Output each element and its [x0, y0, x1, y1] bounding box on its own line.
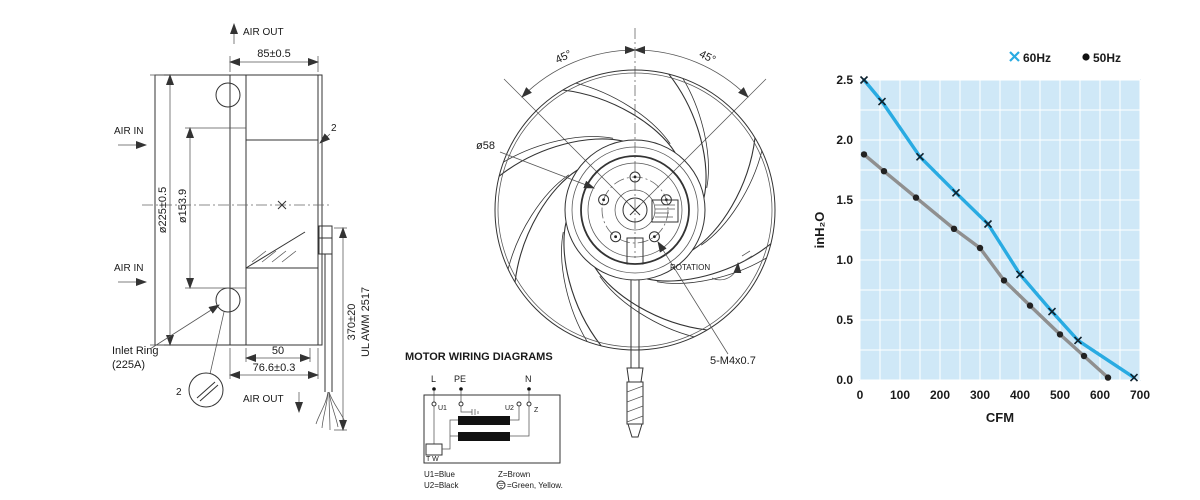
svg-text:0.5: 0.5: [836, 313, 853, 327]
u2-label: U2: [505, 405, 514, 412]
detail-view: 2: [176, 311, 225, 408]
screws-label: 5-M4x0.7: [710, 355, 756, 367]
svg-text:100: 100: [890, 388, 910, 402]
side-view-drawing: 85±0.5 AIR OUT ø225±0.5 ø153.9 AIR IN AI…: [112, 23, 372, 431]
air-in-top-label: AIR IN: [114, 126, 143, 137]
u1-label: U1: [438, 405, 447, 412]
svg-text:2.0: 2.0: [836, 133, 853, 147]
dimension-dia-1539: ø153.9: [177, 127, 194, 289]
legend-50hz-marker: [1082, 53, 1090, 61]
terminal-pe-label: PE: [454, 374, 466, 384]
svg-text:200: 200: [930, 388, 950, 402]
shaft-and-plug: [626, 280, 644, 438]
screws-callout: 5-M4x0.7: [657, 241, 756, 367]
motor-hub: [564, 139, 706, 281]
motor-nameplate: [651, 199, 679, 223]
legend-u1: U1=Blue: [424, 470, 455, 479]
air-out-bottom: AIR OUT: [243, 392, 303, 413]
center-mark: [629, 204, 641, 216]
legend-u2: U2=Black: [424, 481, 459, 490]
legend-z: Z=Brown: [498, 470, 530, 479]
dia-58-label: ø58: [476, 140, 495, 152]
terminal-l-label: L: [431, 374, 436, 384]
dim-370-label: 370±20: [346, 304, 358, 341]
inlet-ring-callout: Inlet Ring (225A): [112, 304, 220, 371]
svg-text:600: 600: [1090, 388, 1110, 402]
dim-2-detail-label: 2: [176, 387, 182, 398]
wiring-title: MOTOR WIRING DIAGRAMS: [405, 351, 553, 363]
chart-series: [859, 75, 1139, 382]
dimension-2-top: 2: [319, 123, 337, 144]
thermal-switch: [425, 443, 443, 456]
wiring-diagram: MOTOR WIRING DIAGRAMS L PE N U1 U2 Z T W: [405, 351, 563, 490]
svg-text:0: 0: [857, 388, 864, 402]
svg-text:300: 300: [970, 388, 990, 402]
dimension-85: 85±0.5: [229, 48, 319, 72]
air-out-top-label: AIR OUT: [243, 27, 284, 38]
dimension-766: 76.6±0.3: [229, 348, 319, 379]
air-out-top: AIR OUT: [230, 23, 284, 44]
impeller-drawing: 45° 45°: [405, 28, 776, 490]
inlet-ring-label: Inlet Ring: [112, 345, 158, 357]
wiring-box: [423, 394, 561, 464]
z-label: Z: [534, 407, 539, 414]
y-axis-label: inH₂O: [812, 212, 827, 249]
dimension-dia-225: ø225±0.5: [150, 74, 174, 346]
centerlines: [503, 28, 767, 258]
ul-marking-label: UL AWM 2517: [360, 287, 372, 357]
inlet-ring-size-label: (225A): [112, 359, 145, 371]
dim-766-label: 76.6±0.3: [253, 362, 296, 374]
legend-ground: =Green, Yellow.: [507, 481, 563, 490]
air-in-bottom-label: AIR IN: [114, 263, 143, 274]
dia-58-callout: ø58: [476, 140, 595, 189]
performance-chart: 0 100 200 300 400 500 600 700 0.0 0.5 1.0 1.5 2.0 2.5…: [812, 51, 1150, 425]
air-out-bottom-label: AIR OUT: [243, 394, 284, 405]
winding-aux: [458, 432, 510, 441]
terminal-n-label: N: [525, 374, 532, 384]
impeller-rim: [494, 69, 776, 351]
ground-icon: [496, 480, 506, 490]
svg-text:500: 500: [1050, 388, 1070, 402]
x-axis-label: CFM: [986, 410, 1014, 425]
svg-text:1.0: 1.0: [836, 253, 853, 267]
legend-60hz-marker: [1009, 51, 1020, 62]
svg-text:1.5: 1.5: [836, 193, 853, 207]
dim-85-label: 85±0.5: [257, 48, 291, 60]
rotation-label: ROTATION: [670, 263, 710, 272]
cable-and-terminal: [315, 225, 346, 431]
dia-1539-label: ø153.9: [177, 189, 189, 223]
dimension-370: 370±20 UL AWM 2517: [334, 227, 372, 431]
tw-label: T W: [426, 456, 439, 463]
svg-text:400: 400: [1010, 388, 1030, 402]
legend-50hz-label: 50Hz: [1093, 51, 1121, 65]
dia-225-label: ø225±0.5: [157, 187, 169, 233]
chart-legend: 60Hz 50Hz: [1009, 51, 1121, 65]
svg-text:0.0: 0.0: [836, 373, 853, 387]
dim-2-top-label: 2: [331, 123, 337, 134]
dim-50-label: 50: [272, 345, 284, 357]
dimension-50: 50: [245, 345, 311, 362]
impeller-blades: [498, 73, 772, 347]
air-in-arrows: AIR IN AIR IN: [114, 126, 147, 286]
svg-text:2.5: 2.5: [836, 73, 853, 87]
housing-outline: [142, 74, 332, 346]
legend-60hz-label: 60Hz: [1023, 51, 1051, 65]
winding-main: [458, 416, 510, 425]
svg-text:700: 700: [1130, 388, 1150, 402]
rotation-callout: ROTATION: [670, 250, 753, 281]
chart-tick-labels: 0 100 200 300 400 500 600 700 0.0 0.5 1.0 1.5 2.0 2.5: [836, 73, 1150, 402]
